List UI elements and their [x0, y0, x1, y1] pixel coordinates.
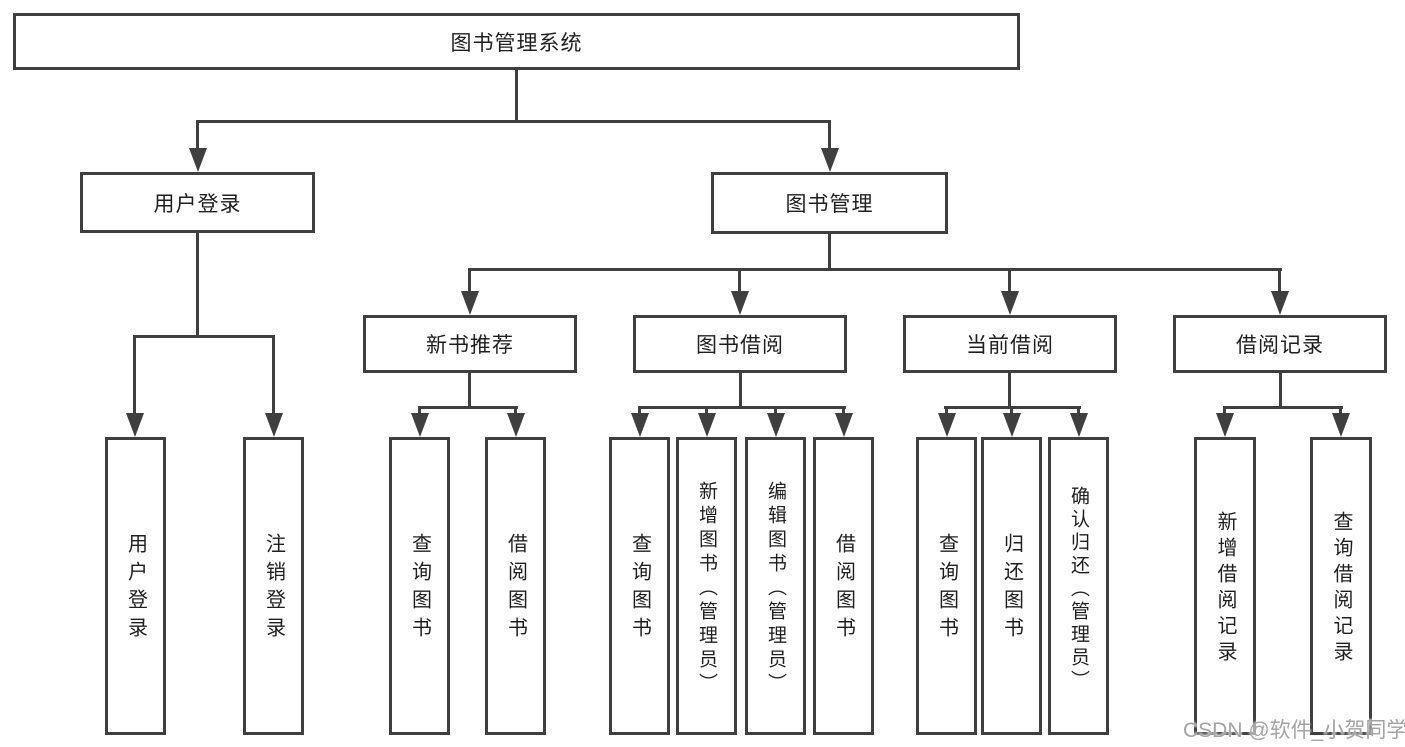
- leaf-return-book: 归还图书: [981, 437, 1042, 735]
- leaf-recommend-borrow-book-label: 借阅图书: [504, 533, 527, 645]
- connector-drop: [638, 406, 641, 413]
- connector-bar: [638, 406, 846, 409]
- node-user-login-label: 用户登录: [153, 192, 242, 216]
- connector-drop: [468, 268, 471, 291]
- leaf-logout-label: 注销登录: [262, 533, 285, 645]
- connector-drop: [1077, 406, 1080, 413]
- connector-drop: [774, 406, 777, 413]
- arrowhead-down-icon: [1332, 413, 1350, 437]
- leaf-add-book-admin: 新增图书（管理员）: [676, 437, 737, 735]
- leaf-add-borrow-record: 新增借阅记录: [1194, 437, 1256, 735]
- node-book-management-label: 图书管理: [785, 193, 874, 216]
- connector-stem: [515, 70, 518, 120]
- arrowhead-down-icon: [1003, 413, 1021, 437]
- connector-drop: [1008, 268, 1011, 291]
- connector-stem: [468, 373, 471, 406]
- arrowhead-down-icon: [189, 148, 207, 172]
- connector-drop: [1010, 406, 1013, 413]
- connector-bar: [468, 268, 1282, 271]
- leaf-borrow-book-label: 借阅图书: [832, 533, 855, 645]
- node-book-management: 图书管理: [711, 172, 948, 234]
- arrowhead-down-icon: [698, 413, 716, 437]
- arrowhead-down-icon: [1070, 413, 1088, 437]
- connector-drop: [945, 406, 948, 413]
- connector-drop: [738, 268, 741, 291]
- connector-drop: [514, 406, 517, 413]
- connector-bar: [133, 335, 275, 338]
- leaf-confirm-return-admin: 确认归还（管理员）: [1048, 437, 1109, 735]
- arrowhead-down-icon: [767, 413, 785, 437]
- arrowhead-down-icon: [821, 148, 839, 172]
- node-library-system-label: 图书管理系统: [450, 31, 583, 55]
- node-borrow-record-label: 借阅记录: [1236, 334, 1324, 357]
- connector-drop: [133, 335, 136, 413]
- node-new-book-recommend-label: 新书推荐: [426, 334, 514, 357]
- connector-drop: [828, 120, 831, 148]
- arrowhead-down-icon: [461, 291, 479, 315]
- leaf-borrow-query-book-label: 查询图书: [628, 533, 651, 645]
- leaf-borrow-book: 借阅图书: [813, 437, 874, 735]
- leaf-user-login-label: 用户登录: [124, 533, 147, 645]
- arrowhead-down-icon: [265, 413, 283, 437]
- leaf-user-login: 用户登录: [105, 437, 166, 735]
- connector-stem: [828, 234, 831, 268]
- node-user-login: 用户登录: [80, 172, 315, 233]
- leaf-edit-book-admin: 编辑图书（管理员）: [745, 437, 806, 735]
- leaf-recommend-query-book-label: 查询图书: [408, 533, 431, 645]
- arrowhead-down-icon: [1271, 291, 1289, 315]
- connector-stem: [1279, 373, 1282, 406]
- connector-drop: [418, 406, 421, 413]
- node-new-book-recommend: 新书推荐: [363, 315, 577, 373]
- leaf-logout: 注销登录: [243, 437, 304, 735]
- leaf-borrow-query-book: 查询图书: [609, 437, 670, 735]
- node-current-borrow: 当前借阅: [903, 315, 1117, 373]
- leaf-query-borrow-record: 查询借阅记录: [1310, 437, 1372, 735]
- leaf-current-query-book-label: 查询图书: [935, 533, 958, 645]
- connector-drop: [1278, 268, 1281, 291]
- node-borrow-record: 借阅记录: [1173, 315, 1387, 373]
- node-book-borrow-label: 图书借阅: [696, 334, 784, 357]
- arrowhead-down-icon: [1001, 291, 1019, 315]
- leaf-add-borrow-record-label: 新增借阅记录: [1214, 511, 1236, 667]
- leaf-add-book-admin-label: 新增图书（管理员）: [696, 481, 717, 697]
- arrowhead-down-icon: [731, 291, 749, 315]
- connector-bar: [196, 120, 831, 123]
- connector-drop: [1339, 406, 1342, 413]
- connector-drop: [705, 406, 708, 413]
- connector-stem: [196, 233, 199, 335]
- connector-bar: [1223, 406, 1343, 409]
- leaf-recommend-query-book: 查询图书: [389, 437, 450, 735]
- connector-stem: [1008, 373, 1011, 406]
- node-library-system: 图书管理系统: [13, 13, 1020, 70]
- leaf-edit-book-admin-label: 编辑图书（管理员）: [765, 481, 786, 697]
- node-current-borrow-label: 当前借阅: [966, 334, 1054, 357]
- connector-drop: [272, 335, 275, 413]
- arrowhead-down-icon: [631, 413, 649, 437]
- arrowhead-down-icon: [126, 413, 144, 437]
- arrowhead-down-icon: [411, 413, 429, 437]
- arrowhead-down-icon: [507, 413, 525, 437]
- leaf-current-query-book: 查询图书: [916, 437, 977, 735]
- leaf-recommend-borrow-book: 借阅图书: [485, 437, 546, 735]
- arrowhead-down-icon: [1216, 413, 1234, 437]
- arrowhead-down-icon: [938, 413, 956, 437]
- connector-drop: [842, 406, 845, 413]
- arrowhead-down-icon: [835, 413, 853, 437]
- connector-drop: [1223, 406, 1226, 413]
- leaf-query-borrow-record-label: 查询借阅记录: [1330, 511, 1352, 667]
- connector-stem: [739, 373, 742, 406]
- connector-drop: [196, 120, 199, 148]
- connector-bar: [418, 406, 518, 409]
- leaf-return-book-label: 归还图书: [1000, 533, 1023, 645]
- csdn-watermark: CSDN @软件_小贺同学: [1183, 719, 1405, 742]
- leaf-confirm-return-admin-label: 确认归还（管理员）: [1068, 485, 1089, 693]
- node-book-borrow: 图书借阅: [633, 315, 847, 373]
